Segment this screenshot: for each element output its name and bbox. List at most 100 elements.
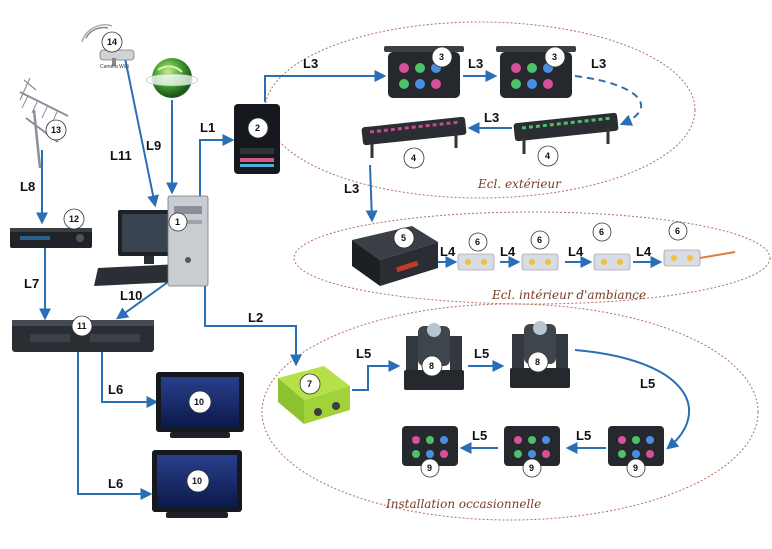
camera-caption: Caméra WiFi xyxy=(100,64,129,70)
par-spot-icon xyxy=(608,426,664,466)
device-number-6a: 6 xyxy=(475,237,480,247)
label-l5-e: L5 xyxy=(472,428,487,443)
device-number-6c: 6 xyxy=(599,227,604,237)
device-badge-8a xyxy=(421,355,443,377)
led-bar-icon xyxy=(513,112,619,154)
device-number-9c: 9 xyxy=(633,463,638,473)
label-l2: L2 xyxy=(248,310,263,325)
globe-icon xyxy=(145,58,199,98)
device-number-3b: 3 xyxy=(552,52,557,62)
device-badge-9b xyxy=(522,458,542,478)
zone-interior-label: Ecl. intérieur d'ambiance xyxy=(491,288,646,302)
moving-head-icon xyxy=(404,323,464,390)
device-badge-4b xyxy=(537,145,559,167)
device-number-14: 14 xyxy=(107,37,117,47)
zone-occasional xyxy=(261,303,759,521)
label-l3-b: L3 xyxy=(468,56,483,71)
link-l11 xyxy=(124,57,159,208)
device-badge-14 xyxy=(101,31,123,53)
link-l1 xyxy=(199,134,235,196)
led-spot-icon xyxy=(384,46,464,98)
label-l5-a: L5 xyxy=(356,346,371,361)
link-l6-tv1 xyxy=(101,352,159,408)
link-l3-tablet-spot xyxy=(264,70,387,102)
label-l8: L8 xyxy=(20,179,35,194)
label-l5-c: L5 xyxy=(640,376,655,391)
device-badge-13 xyxy=(45,119,67,141)
label-l1: L1 xyxy=(200,120,215,135)
device-badge-5 xyxy=(393,227,415,249)
device-number-6b: 6 xyxy=(537,235,542,245)
device-badge-2 xyxy=(247,117,269,139)
label-l4-c: L4 xyxy=(568,244,584,259)
device-number-4b: 4 xyxy=(545,151,550,161)
device-number-4a: 4 xyxy=(411,153,416,163)
device-number-2: 2 xyxy=(255,123,260,133)
label-l3-c: L3 xyxy=(591,56,606,71)
label-l4-a: L4 xyxy=(440,244,456,259)
device-badge-9c xyxy=(626,458,646,478)
zone-exterior xyxy=(264,21,696,199)
led-module-icon xyxy=(663,249,736,267)
device-badge-12 xyxy=(63,208,85,230)
zone-exterior-label: Ecl. extérieur xyxy=(477,177,562,191)
zone-occasional-label: Installation occasionnelle xyxy=(385,497,541,511)
device-badge-6d xyxy=(668,221,688,241)
moving-head-icon xyxy=(510,321,570,388)
device-number-8a: 8 xyxy=(429,361,434,371)
label-l7: L7 xyxy=(24,276,39,291)
label-l6-a: L6 xyxy=(108,382,123,397)
device-badge-6b xyxy=(530,230,550,250)
label-l4-d: L4 xyxy=(636,244,652,259)
device-number-11: 11 xyxy=(77,321,87,331)
set-top-box-icon xyxy=(10,228,92,248)
device-badge-3b xyxy=(544,46,566,68)
device-badge-3a xyxy=(431,46,453,68)
link-l3-bar-interior xyxy=(365,164,378,223)
label-l6-b: L6 xyxy=(108,476,123,491)
label-l5-b: L5 xyxy=(474,346,489,361)
label-l11: L11 xyxy=(110,148,132,163)
label-l9: L9 xyxy=(146,138,161,153)
device-badge-9a xyxy=(420,458,440,478)
device-number-3a: 3 xyxy=(439,52,444,62)
link-l3-dashed xyxy=(574,75,643,126)
device-number-1: 1 xyxy=(175,217,180,227)
label-l5-d: L5 xyxy=(576,428,591,443)
device-number-9a: 9 xyxy=(427,463,432,473)
device-number-6d: 6 xyxy=(675,226,680,236)
device-number-5: 5 xyxy=(401,233,406,243)
par-spot-icon xyxy=(504,426,560,466)
link-l5-dmx-head xyxy=(352,360,401,391)
computer-icon xyxy=(94,195,209,287)
touch-tablet-icon xyxy=(234,104,280,174)
device-badge-6c xyxy=(592,222,612,242)
link-l6-tv2 xyxy=(77,352,153,500)
label-l3-a: L3 xyxy=(303,56,318,71)
led-bar-icon xyxy=(361,116,467,158)
led-module-icon xyxy=(457,253,495,271)
device-badge-10b xyxy=(186,469,210,493)
label-l4-b: L4 xyxy=(500,244,516,259)
device-badge-8b xyxy=(527,351,549,373)
device-number-10a: 10 xyxy=(194,397,204,407)
device-badge-7 xyxy=(299,373,321,395)
device-number-7: 7 xyxy=(307,379,312,389)
device-badge-4a xyxy=(403,147,425,169)
label-l10: L10 xyxy=(120,288,142,303)
device-badge-10a xyxy=(188,390,212,414)
device-number-10b: 10 xyxy=(192,476,202,486)
led-module-icon xyxy=(593,253,631,271)
label-l3-d: L3 xyxy=(484,110,499,125)
link-l5-curve xyxy=(574,349,691,450)
link-l2 xyxy=(204,285,302,367)
device-badge-11 xyxy=(71,315,93,337)
device-badge-6a xyxy=(468,232,488,252)
device-badge-1 xyxy=(168,212,188,232)
device-number-13: 13 xyxy=(51,125,61,135)
par-spot-icon xyxy=(402,426,458,466)
device-number-12: 12 xyxy=(69,214,79,224)
link-l10 xyxy=(116,281,169,320)
label-l3-e: L3 xyxy=(344,181,359,196)
